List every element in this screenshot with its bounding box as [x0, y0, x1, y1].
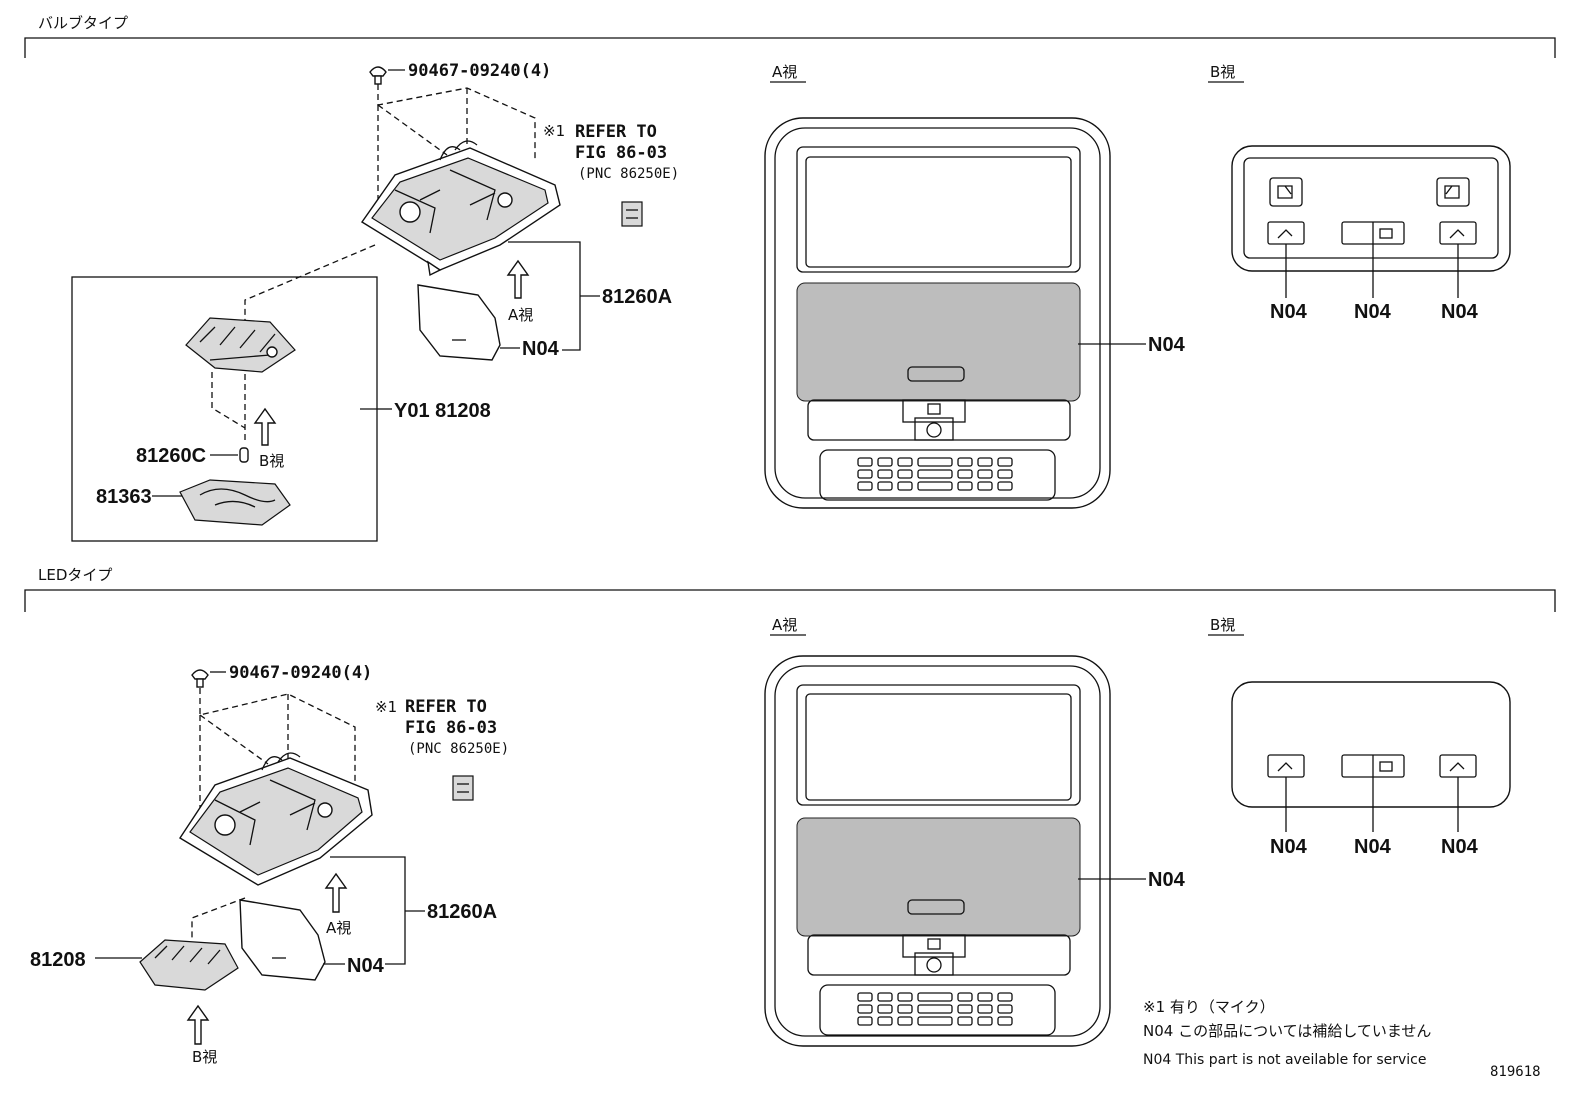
led-view-b-label-1: N04 [1270, 836, 1308, 858]
refer-mark: ※1 [543, 122, 565, 140]
led-arrow-a-label: A視 [326, 919, 351, 937]
arrow-b-label: B視 [259, 452, 284, 470]
led-arrow-b-icon [186, 1004, 210, 1045]
led-connector-icon [452, 775, 474, 801]
screw-icon [369, 66, 387, 85]
led-screw-icon [191, 669, 209, 688]
cover-label: N04 [522, 338, 560, 360]
led-view-b-title: B視 [1210, 616, 1235, 634]
bulb-label: 81260C [136, 445, 206, 467]
bulb-icon [239, 447, 249, 463]
led-cover-icon [239, 899, 326, 981]
notes: ※1 有り（マイク） N04 この部品については補給していません N04 Thi… [1143, 998, 1431, 1068]
view-b-label-2: N04 [1354, 301, 1392, 323]
led-cover-label: N04 [347, 955, 385, 977]
assembly-label: 81260A [602, 286, 672, 308]
cover-icon [417, 284, 501, 361]
led-view-a-panel [764, 655, 1111, 1047]
unit-icon [185, 317, 296, 373]
view-b-label-3: N04 [1441, 301, 1479, 323]
view-a-panel [764, 117, 1111, 509]
view-b-panel [1231, 145, 1511, 272]
arrow-b-icon [253, 407, 277, 446]
led-refer-mark: ※1 [375, 698, 397, 716]
led-view-b-panel [1231, 681, 1511, 808]
bulb-section-title: バルブタイプ [38, 14, 128, 32]
led-section-bracket [24, 589, 1556, 612]
arrow-a-label: A視 [508, 306, 533, 324]
led-arrow-a-icon [324, 872, 348, 913]
view-b-label-1: N04 [1270, 301, 1308, 323]
lens-label: 81363 [96, 486, 152, 508]
unit-label: Y01 81208 [394, 400, 491, 422]
note-1: ※1 有り（マイク） [1143, 998, 1275, 1016]
led-refer-line2: FIG 86-03 [405, 718, 497, 738]
bulb-section: バルブタイプ 90467-09240(4) ※1 REFER TO FIG 86… [24, 14, 1556, 542]
led-unit-label: 81208 [30, 949, 86, 971]
led-refer-line1: REFER TO [405, 697, 487, 717]
led-arrow-b-label: B視 [192, 1048, 217, 1066]
led-section-title: LEDタイプ [38, 566, 112, 584]
connector-icon [621, 201, 643, 227]
lens-icon [179, 479, 291, 526]
led-section: LEDタイプ 90467-09240(4) ※1 REFER TO FIG 86… [24, 566, 1556, 1066]
led-view-a-label: N04 [1148, 869, 1186, 891]
note-3: N04 This part is not aveilable for servi… [1143, 1052, 1427, 1068]
refer-line2: FIG 86-03 [575, 143, 667, 163]
refer-line3: (PNC 86250E) [578, 166, 679, 182]
view-a-label: N04 [1148, 334, 1186, 356]
housing-assembly-icon [360, 140, 561, 277]
led-view-a-title: A視 [772, 616, 797, 634]
view-b-title: B視 [1210, 63, 1235, 81]
view-a-title: A視 [772, 63, 797, 81]
led-refer-line3: (PNC 86250E) [408, 741, 509, 757]
led-screw-label: 90467-09240(4) [229, 663, 372, 683]
figure-id: 819618 [1490, 1064, 1541, 1080]
bulb-section-bracket [24, 37, 1556, 58]
led-view-b-label-3: N04 [1441, 836, 1479, 858]
screw-label: 90467-09240(4) [408, 61, 551, 81]
led-view-b-label-2: N04 [1354, 836, 1392, 858]
led-housing-assembly-icon [179, 752, 373, 886]
arrow-a-icon [506, 259, 530, 299]
note-2: N04 この部品については補給していません [1143, 1022, 1431, 1040]
led-unit-icon [139, 939, 239, 991]
led-assembly-label: 81260A [427, 901, 497, 923]
refer-line1: REFER TO [575, 122, 657, 142]
